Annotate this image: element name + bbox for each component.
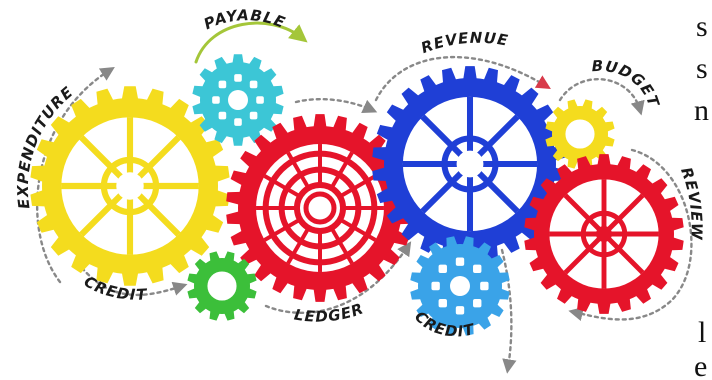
flow-arrow-credit bbox=[80, 266, 188, 297]
gear-hole bbox=[212, 96, 220, 104]
flow-arrow-down bbox=[500, 248, 517, 374]
gear-inner-ring bbox=[441, 135, 499, 193]
review-gear bbox=[524, 154, 684, 314]
gear-hole bbox=[218, 80, 227, 89]
gear-hole bbox=[234, 118, 242, 126]
gear-inner-ring bbox=[100, 156, 160, 216]
page-text-fragment: s bbox=[696, 10, 708, 43]
gear-spoke bbox=[602, 232, 645, 275]
page-text-fragment: n bbox=[694, 94, 709, 127]
flow-arrow-budget bbox=[558, 78, 645, 116]
gear-hub bbox=[596, 226, 612, 242]
gear-spoke bbox=[338, 174, 377, 199]
ledger-gear bbox=[226, 114, 414, 302]
gear-hole bbox=[249, 80, 258, 89]
gear-spoke bbox=[602, 193, 645, 236]
credit-gear bbox=[410, 236, 510, 336]
gear-hole bbox=[249, 111, 258, 120]
gear-hole bbox=[455, 257, 465, 266]
page-text-fragment: l bbox=[698, 316, 707, 349]
gear-center-hole bbox=[116, 172, 144, 200]
small-green-gear bbox=[187, 251, 257, 321]
gear-spoke bbox=[563, 193, 606, 236]
gear-spoke bbox=[286, 151, 311, 190]
gear-hole bbox=[438, 264, 447, 273]
gear-spoke bbox=[329, 226, 354, 265]
payable-gear bbox=[192, 54, 284, 146]
gear-inner-ring bbox=[580, 210, 628, 258]
gear-spoke bbox=[338, 217, 377, 242]
gear-center-hole bbox=[303, 191, 337, 225]
gear-hole bbox=[473, 299, 482, 308]
flow-arrow-payable bbox=[194, 21, 308, 64]
flow-arrow-ledger bbox=[264, 241, 412, 315]
gear-layer bbox=[30, 54, 684, 336]
gear-spoke bbox=[563, 232, 606, 275]
gear-center-hole bbox=[228, 90, 248, 110]
gear-hole bbox=[480, 281, 489, 291]
gear-hole bbox=[438, 299, 447, 308]
gear-hole bbox=[218, 111, 227, 120]
revenue-gear bbox=[372, 66, 568, 262]
label-credit-left: CREDIT bbox=[81, 272, 149, 304]
gear-hole bbox=[431, 281, 440, 291]
flow-arrow-revenue bbox=[374, 56, 551, 102]
gear-spoke bbox=[263, 217, 302, 242]
flow-arrow-payable-link bbox=[294, 97, 378, 113]
gear-center-hole bbox=[450, 276, 470, 296]
flow-arrow-review bbox=[568, 148, 693, 321]
gear-spoke bbox=[286, 226, 311, 265]
gear-spoke bbox=[263, 174, 302, 199]
label-revenue: REVENUE bbox=[419, 29, 510, 57]
budget-gear bbox=[545, 99, 615, 169]
label-budget: BUDGET bbox=[591, 57, 663, 110]
gear-center-hole bbox=[565, 119, 595, 149]
gear-hole bbox=[256, 96, 264, 104]
page-text-fragment: e bbox=[694, 350, 708, 380]
page-text-fragment: s bbox=[696, 52, 708, 85]
gear-hole bbox=[455, 306, 465, 315]
label-payable: PAYABLE bbox=[201, 6, 288, 33]
gear-center-hole bbox=[456, 150, 484, 178]
gear-center-hole bbox=[207, 271, 237, 301]
expenditure-gear bbox=[30, 86, 230, 286]
gear-hole bbox=[234, 74, 242, 82]
label-ledger: LEDGER bbox=[293, 299, 366, 326]
gear-spoke bbox=[329, 151, 354, 190]
gear-hole bbox=[473, 264, 482, 273]
label-review: REVIEW bbox=[677, 165, 706, 241]
